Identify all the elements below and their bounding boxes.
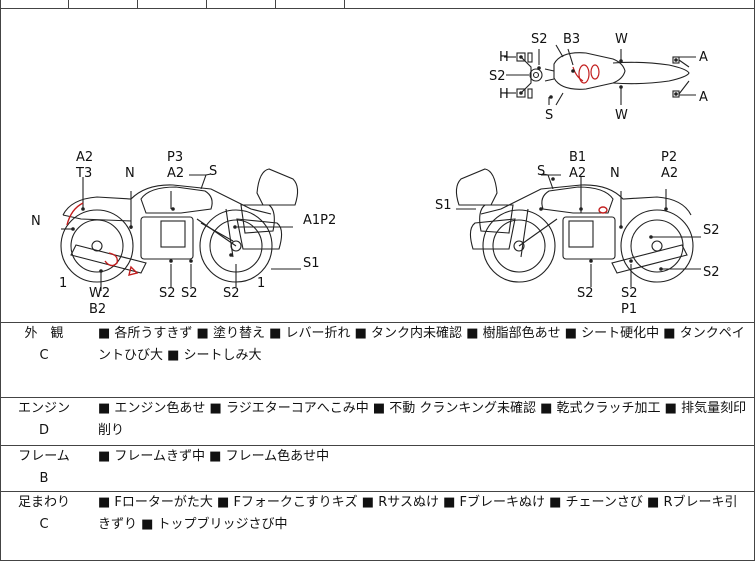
label-left-s2-a: S2 bbox=[159, 286, 176, 301]
section-engine-notes: ■ エンジン色あせ ■ ラジエターコアへこみ中 ■ 不動 クランキング未確認 ■… bbox=[98, 401, 747, 438]
label-right-s2-b: S2 bbox=[703, 265, 720, 280]
section-suspension-grade: C bbox=[39, 517, 49, 532]
label-right-s2-a: S2 bbox=[703, 223, 720, 238]
label-top-w: W bbox=[615, 32, 628, 47]
label-left-a1p2: A1P2 bbox=[303, 213, 336, 228]
label-left-a2-tank: A2 bbox=[167, 166, 184, 181]
label-left-n-tank: N bbox=[125, 166, 135, 181]
section-engine-grade: D bbox=[38, 423, 49, 438]
section-exterior-notes: ■ 各所うすきず ■ 塗り替え ■ レバー折れ ■ タンク内未確認 ■ 樹脂部色… bbox=[98, 326, 745, 363]
section-frame-name: フレーム bbox=[18, 449, 70, 464]
section-exterior-category: 外 観 C bbox=[1, 323, 87, 367]
section-engine: エンジン D ■ エンジン色あせ ■ ラジエターコアへこみ中 ■ 不動 クランキ… bbox=[0, 397, 755, 445]
label-top-s2-left: S2 bbox=[489, 69, 506, 84]
section-exterior: 外 観 C ■ 各所うすきず ■ 塗り替え ■ レバー折れ ■ タンク内未確認 … bbox=[0, 322, 755, 397]
label-top-a-lower: A bbox=[699, 90, 708, 105]
section-suspension-notes: ■ Fローターがた大 ■ Fフォークこすりキズ ■ Rサスぬけ ■ Fブレーキぬ… bbox=[98, 495, 738, 532]
top-table-edge bbox=[0, 0, 755, 9]
label-left-s2-c: S2 bbox=[223, 286, 240, 301]
label-right-p1: P1 bbox=[621, 302, 637, 317]
section-engine-name: エンジン bbox=[17, 401, 70, 416]
label-top-h-lower: H bbox=[499, 87, 509, 102]
label-right-b1: B1 bbox=[569, 150, 586, 165]
label-left-b2: B2 bbox=[89, 302, 106, 317]
label-top-b3: B3 bbox=[563, 32, 580, 47]
section-frame-category: フレーム B bbox=[1, 446, 87, 490]
section-frame-notes: ■ フレームきず中 ■ フレーム色あせ中 bbox=[98, 449, 330, 464]
section-engine-category: エンジン D bbox=[1, 398, 87, 442]
top-view-damage-marks bbox=[572, 64, 600, 84]
label-right-a2-rear: A2 bbox=[661, 166, 678, 181]
label-left-w2: W2 bbox=[89, 286, 110, 301]
right-side-view-motorcycle bbox=[455, 168, 701, 287]
label-left-1: 1 bbox=[59, 276, 67, 291]
right-side-damage-marks bbox=[598, 206, 608, 214]
label-top-h-upper: H bbox=[499, 50, 509, 65]
label-right-s2-d: S2 bbox=[621, 286, 638, 301]
label-top-s2: S2 bbox=[531, 32, 548, 47]
label-right-s1: S1 bbox=[435, 198, 452, 213]
label-right-a2: A2 bbox=[569, 166, 586, 181]
label-left-a2: A2 bbox=[76, 150, 93, 165]
label-left-s1: S1 bbox=[303, 256, 320, 271]
label-left-1-right: 1 bbox=[257, 276, 265, 291]
motorcycle-diagram-svg: S2 B3 W H S2 H S W A A A2 T3 N N P3 A2 S… bbox=[31, 32, 720, 317]
marker-dots bbox=[71, 55, 678, 273]
section-exterior-name: 外 観 bbox=[24, 326, 64, 341]
top-view-motorcycle bbox=[504, 44, 696, 106]
label-right-p2: P2 bbox=[661, 150, 677, 165]
section-suspension-category: 足まわり C bbox=[1, 492, 87, 536]
section-suspension-name: 足まわり bbox=[17, 495, 70, 510]
section-suspension: 足まわり C ■ Fローターがた大 ■ Fフォークこすりキズ ■ Rサスぬけ ■… bbox=[0, 491, 755, 560]
label-left-p3: P3 bbox=[167, 150, 183, 165]
label-right-s: S bbox=[537, 164, 545, 179]
label-top-s: S bbox=[545, 108, 553, 123]
left-side-view-motorcycle bbox=[60, 168, 301, 291]
label-left-s2-b: S2 bbox=[181, 286, 198, 301]
label-top-a-upper: A bbox=[699, 50, 708, 65]
label-right-n: N bbox=[610, 166, 620, 181]
label-top-w-below: W bbox=[615, 108, 628, 123]
label-left-s: S bbox=[209, 164, 217, 179]
section-frame-grade: B bbox=[39, 471, 49, 486]
left-side-damage-marks bbox=[66, 202, 139, 276]
label-right-s2-c: S2 bbox=[577, 286, 594, 301]
label-left-n: N bbox=[31, 214, 41, 229]
section-frame: フレーム B ■ フレームきず中 ■ フレーム色あせ中 bbox=[0, 445, 755, 491]
section-exterior-grade: C bbox=[39, 348, 49, 363]
label-left-t3: T3 bbox=[75, 166, 92, 181]
damage-diagram: S2 B3 W H S2 H S W A A A2 T3 N N P3 A2 S… bbox=[0, 9, 755, 322]
